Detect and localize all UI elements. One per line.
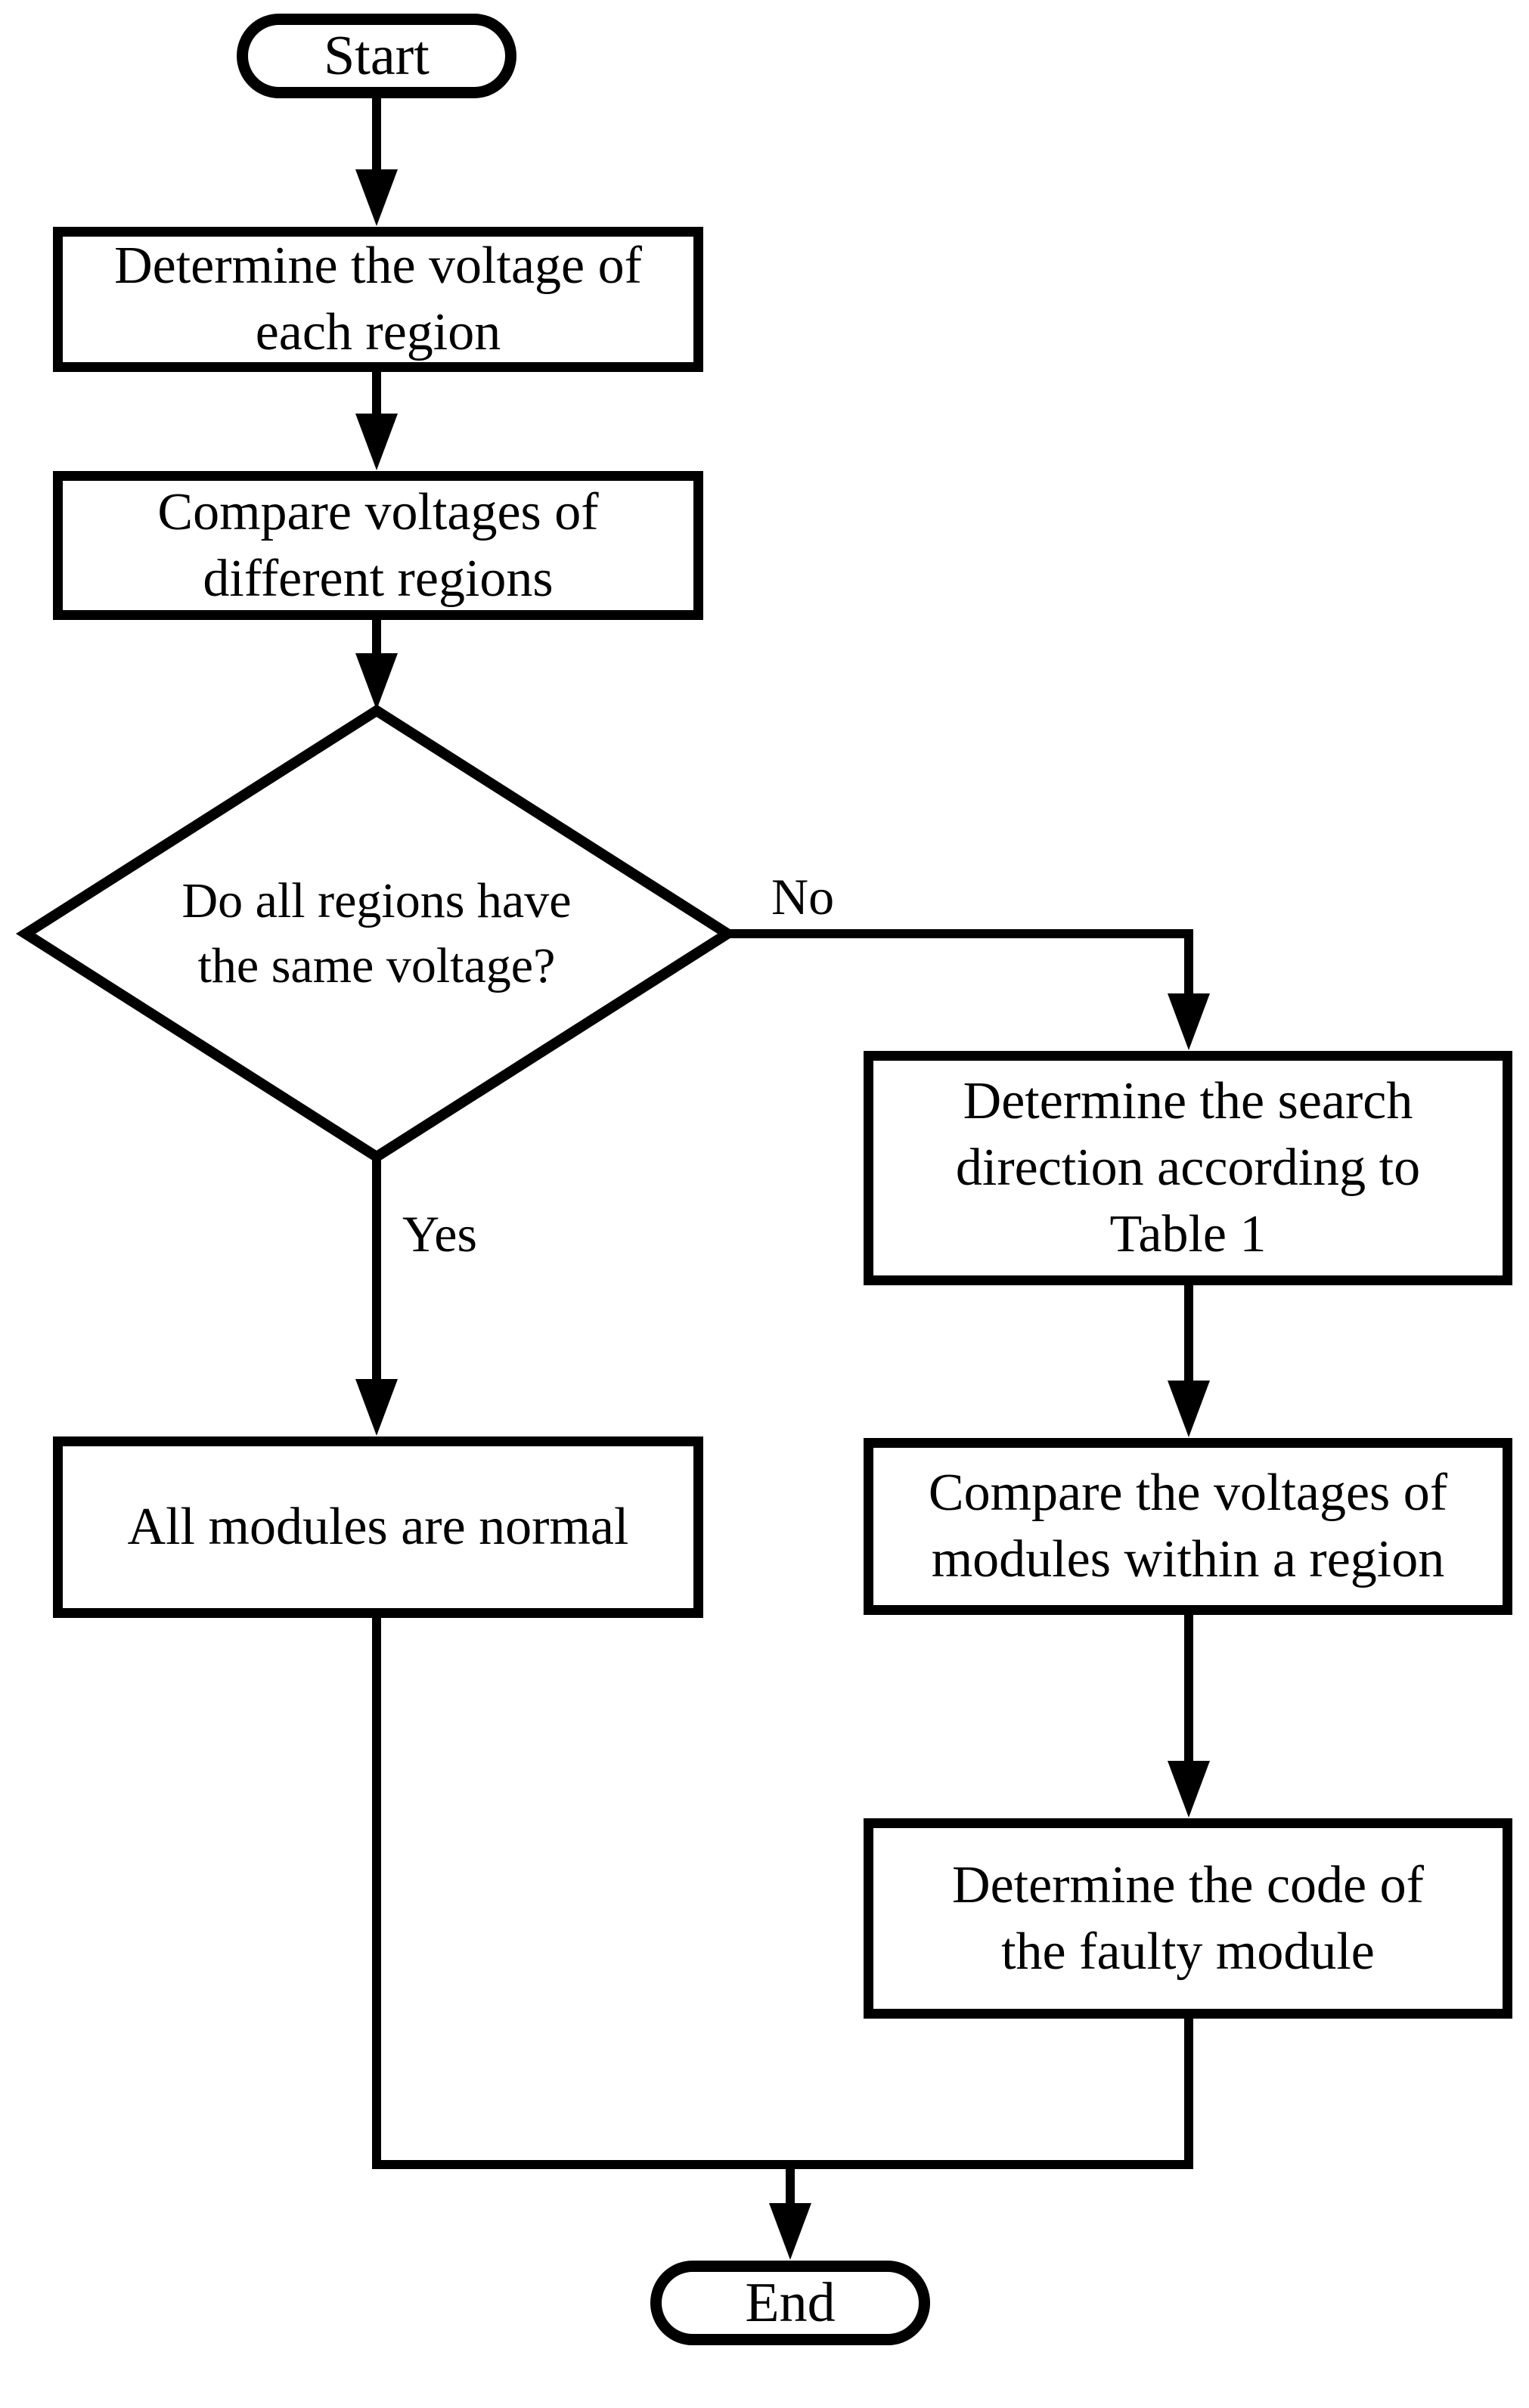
- process-search-direction: Determine the search direction according…: [864, 1051, 1512, 1285]
- process-compare-module-voltages-line2: modules within a region: [931, 1530, 1445, 1588]
- process-search-direction-line3: Table 1: [1109, 1205, 1267, 1263]
- arrowhead-into-compare-regions: [355, 414, 398, 470]
- arrowhead-into-all-normal: [355, 1379, 398, 1436]
- branch-label-yes: Yes: [402, 1205, 477, 1263]
- decision-same-voltage: Do all regions have the same voltage?: [45, 718, 708, 1149]
- decision-diamond-shape: [15, 704, 738, 1164]
- arrowhead-into-faulty-code: [1168, 1761, 1210, 1818]
- end-label: End: [745, 2272, 836, 2334]
- start-label: Start: [324, 25, 430, 87]
- decision-same-voltage-line1: Do all regions have: [181, 873, 572, 928]
- process-faulty-module-code-line2: the faulty module: [1001, 1922, 1375, 1981]
- process-search-direction-line1: Determine the search: [963, 1072, 1413, 1130]
- start-terminal: Start: [237, 14, 516, 98]
- arrowhead-into-search-direction: [1168, 993, 1210, 1050]
- end-terminal: End: [650, 2261, 930, 2345]
- arrowhead-into-decision: [355, 653, 398, 710]
- process-all-modules-normal: All modules are normal: [53, 1436, 703, 1618]
- arrowhead-into-compare-modules: [1168, 1381, 1210, 1437]
- process-search-direction-line2: direction according to: [955, 1139, 1421, 1197]
- process-faulty-module-code-line1: Determine the code of: [952, 1855, 1424, 1914]
- edge-decision-no-to-search-direction: [726, 929, 1193, 999]
- edge-merge-rails: [372, 1616, 1193, 2169]
- process-compare-regions-line1: Compare voltages of: [157, 482, 599, 541]
- arrowhead-into-determine-voltage: [355, 169, 398, 226]
- process-determine-voltage: Determine the voltage of each region: [53, 227, 703, 372]
- process-determine-voltage-line2: each region: [255, 303, 501, 361]
- process-compare-regions: Compare voltages of different regions: [53, 471, 703, 620]
- process-compare-module-voltages-line1: Compare the voltages of: [928, 1464, 1448, 1522]
- process-compare-module-voltages: Compare the voltages of modules within a…: [864, 1438, 1512, 1615]
- arrowhead-into-end: [769, 2203, 811, 2260]
- branch-label-no: No: [771, 868, 835, 925]
- process-faulty-module-code: Determine the code of the faulty module: [864, 1818, 1512, 2019]
- process-all-modules-normal-line1: All modules are normal: [127, 1498, 629, 1556]
- process-determine-voltage-line1: Determine the voltage of: [114, 237, 642, 295]
- decision-same-voltage-line2: the same voltage?: [197, 938, 556, 993]
- process-compare-regions-line2: different regions: [203, 549, 554, 608]
